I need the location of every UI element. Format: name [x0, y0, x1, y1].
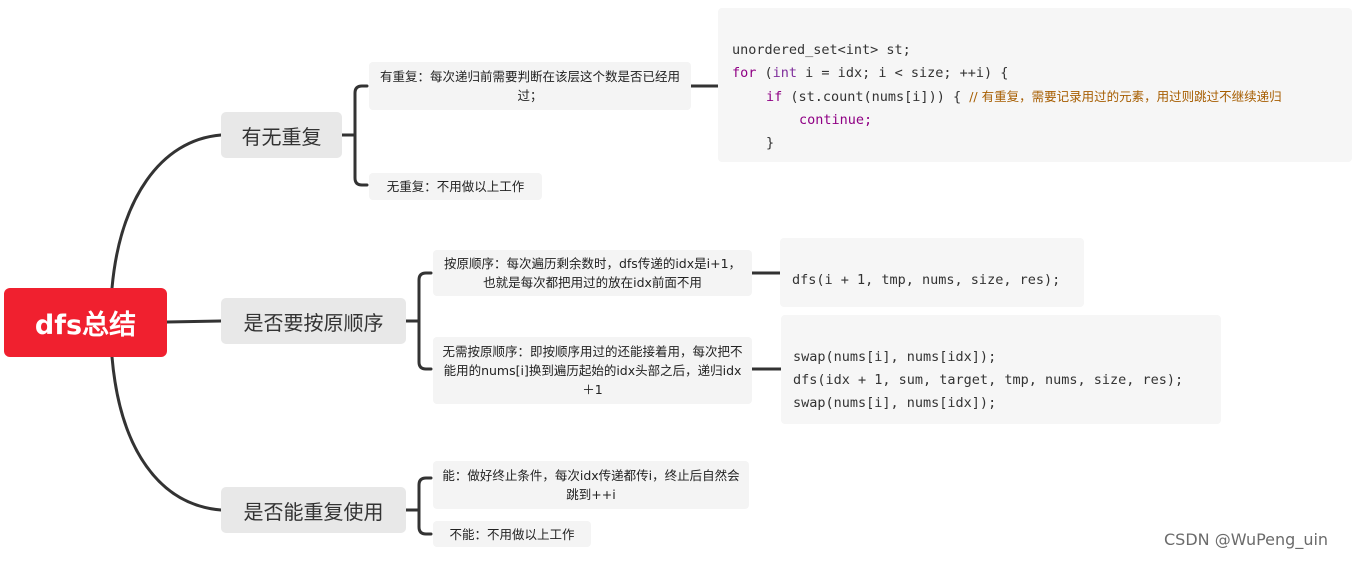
- code-text: dfs(i + 1, tmp, nums, size, res);: [792, 272, 1061, 288]
- code-line: for (int i = idx; i < size; ++i) {: [732, 62, 1340, 85]
- link-root-branch1: [110, 133, 223, 290]
- code-text: }: [766, 135, 775, 151]
- leaf-text: 有重复：每次递归前需要判断在该层这个数是否已经用过；: [379, 69, 680, 103]
- branch-label: 是否能重复使用: [243, 499, 384, 524]
- code-block-swap: swap(nums[i], nums[idx]); dfs(idx + 1, su…: [781, 315, 1221, 424]
- code-text: (: [756, 65, 773, 81]
- leaf-text: 无需按原顺序：即按顺序用过的还能接着用，每次把不能用的nums[i]换到遍历起始…: [442, 344, 743, 397]
- code-comment: // 有重复，需要记录用过的元素，用过则跳过不继续递归: [969, 89, 1282, 104]
- code-text: unordered_set<int> st;: [732, 42, 911, 58]
- watermark: CSDN @WuPeng_uin: [1164, 530, 1329, 549]
- root-node: dfs总结: [4, 288, 167, 357]
- link-root-branch3: [110, 355, 223, 512]
- code-block-dfs: dfs(i + 1, tmp, nums, size, res);: [780, 238, 1084, 307]
- leaf-cannot-reuse: 不能：不用做以上工作: [433, 521, 591, 547]
- branch-label: 有无重复: [241, 124, 322, 149]
- code-text: dfs(idx + 1, sum, target, tmp, nums, siz…: [793, 372, 1184, 388]
- leaf-text: 不能：不用做以上工作: [449, 526, 575, 542]
- leaf-text: 无重复：不用做以上工作: [386, 179, 525, 194]
- branch-label: 是否要按原顺序: [243, 310, 384, 335]
- root-label: dfs总结: [34, 310, 137, 341]
- leaf-text: 能：做好终止条件，每次idx传递都传i，终止后自然会跳到++i: [442, 468, 740, 502]
- code-line: unordered_set<int> st;: [732, 39, 1340, 62]
- code-text: swap(nums[i], nums[idx]);: [793, 395, 997, 411]
- leaf-text: 按原顺序：每次遍历剩余数时，dfs传递的idx是i+1，也就是每次都把用过的放在…: [443, 256, 742, 290]
- code-block-dedup: unordered_set<int> st; for (int i = idx; …: [718, 8, 1352, 162]
- link-root-branch2: [165, 319, 223, 324]
- code-line: swap(nums[i], nums[idx]);: [793, 392, 1209, 415]
- link-branch3-leaves: [404, 476, 433, 536]
- code-keyword: for: [732, 65, 757, 81]
- leaf-no-duplicates: 无重复：不用做以上工作: [369, 173, 542, 200]
- code-line: }: [732, 132, 1340, 155]
- leaf-no-order: 无需按原顺序：即按顺序用过的还能接着用，每次把不能用的nums[i]换到遍历起始…: [433, 337, 752, 404]
- branch-order: 是否要按原顺序: [221, 298, 406, 344]
- code-line: dfs(idx + 1, sum, target, tmp, nums, siz…: [793, 369, 1209, 392]
- branch-duplicates: 有无重复: [221, 112, 342, 158]
- code-keyword: if: [766, 89, 783, 105]
- code-text: swap(nums[i], nums[idx]);: [793, 349, 997, 365]
- branch-reuse: 是否能重复使用: [221, 487, 406, 533]
- code-type: int: [772, 65, 798, 81]
- code-line: dfs(i + 1, tmp, nums, size, res);: [792, 269, 1072, 292]
- leaf-can-reuse: 能：做好终止条件，每次idx传递都传i，终止后自然会跳到++i: [433, 461, 749, 509]
- code-text: i = idx; i < size; ++i) {: [797, 65, 1009, 81]
- link-branch2-leaves: [404, 271, 433, 371]
- link-branch1-leaves: [340, 84, 369, 187]
- code-line: if (st.count(nums[i])) { // 有重复，需要记录用过的元…: [732, 85, 1340, 109]
- code-line: swap(nums[i], nums[idx]);: [793, 346, 1209, 369]
- leaf-has-duplicates: 有重复：每次递归前需要判断在该层这个数是否已经用过；: [369, 62, 691, 110]
- leaf-keep-order: 按原顺序：每次遍历剩余数时，dfs传递的idx是i+1，也就是每次都把用过的放在…: [433, 250, 752, 296]
- code-keyword: continue;: [799, 112, 873, 128]
- code-text: (st.count(nums[i])) {: [782, 89, 970, 105]
- code-line: continue;: [732, 109, 1340, 132]
